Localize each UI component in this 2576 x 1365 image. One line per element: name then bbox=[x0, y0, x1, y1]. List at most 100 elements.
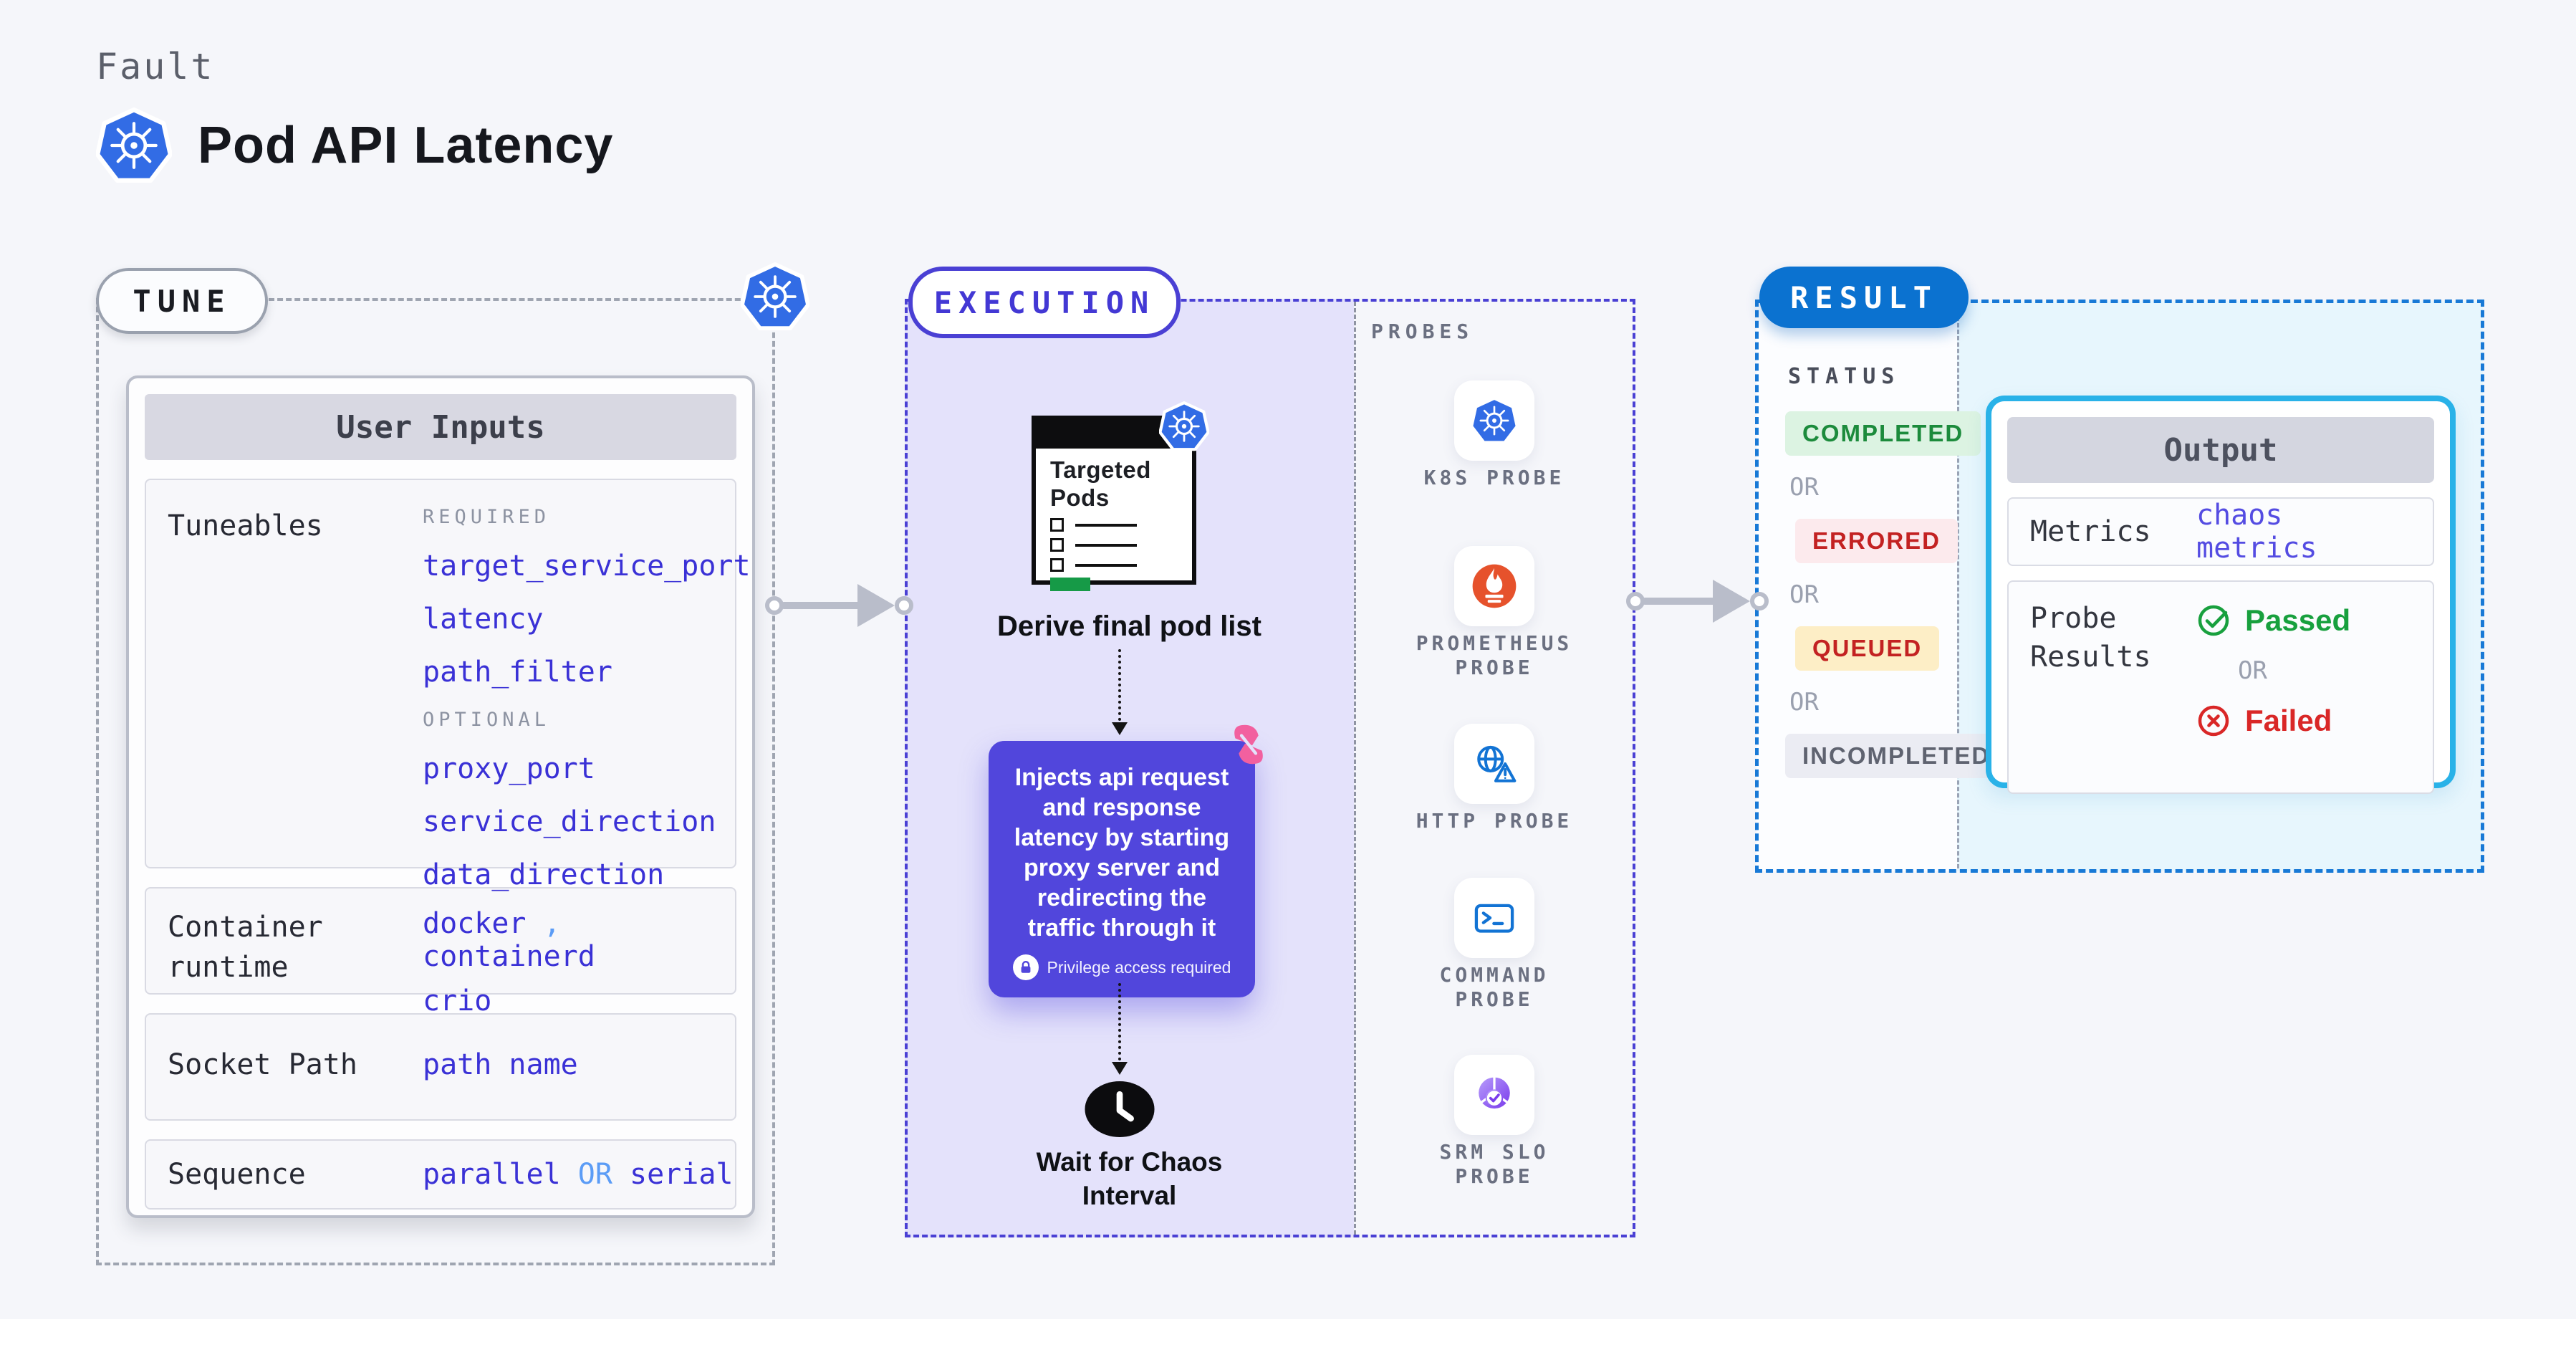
kubernetes-icon bbox=[96, 107, 172, 183]
kubernetes-icon bbox=[741, 262, 809, 331]
probes-title: PROBES bbox=[1371, 320, 1474, 343]
required-label: REQUIRED bbox=[423, 506, 551, 528]
user-inputs-card: User Inputs Tuneables REQUIRED target_se… bbox=[126, 375, 755, 1218]
sequence-label: Sequence bbox=[168, 1158, 306, 1191]
runtime-separator: , bbox=[543, 907, 561, 940]
probe-name: HTTP PROBE bbox=[1416, 809, 1573, 833]
socket-path-value: path name bbox=[423, 1048, 578, 1081]
tune-section-box bbox=[96, 298, 775, 1265]
chaos-cursor-icon bbox=[1226, 722, 1271, 767]
probe-name: COMMAND PROBE bbox=[1439, 963, 1549, 1011]
tuneables-label: Tuneables bbox=[168, 509, 323, 542]
page-header: Pod API Latency bbox=[96, 107, 613, 183]
lock-icon bbox=[1012, 954, 1039, 980]
wait-chaos-interval-text: Wait for Chaos Interval bbox=[1036, 1147, 1223, 1210]
tuneable-optional-item: proxy_port bbox=[423, 752, 595, 785]
arrow-head bbox=[1112, 1062, 1128, 1075]
sequence-value: parallel bbox=[423, 1158, 561, 1191]
container-runtime-row: Container runtime docker , containerd cr… bbox=[145, 887, 736, 1017]
or-text: OR bbox=[2238, 656, 2267, 685]
checkbox-icon bbox=[1050, 518, 1064, 532]
execution-label: EXECUTION bbox=[933, 284, 1155, 320]
runtime-value: containerd bbox=[423, 940, 595, 973]
status-badge: ERRORED bbox=[1795, 519, 1959, 563]
tuneables-row: Tuneables REQUIRED target_service_port l… bbox=[145, 479, 751, 891]
probe-name: K8S PROBE bbox=[1423, 466, 1565, 489]
probe-name: PROMETHEUS PROBE bbox=[1416, 631, 1573, 679]
checkbox-icon bbox=[1050, 558, 1064, 572]
flow-arrow-down bbox=[1118, 649, 1121, 721]
or-text: OR bbox=[1789, 580, 1819, 609]
tuneable-optional-item: service_direction bbox=[423, 805, 716, 838]
tune-to-execution-arrow bbox=[765, 583, 913, 628]
arrow-head bbox=[1112, 722, 1128, 735]
tuneable-required-item: path_filter bbox=[423, 656, 612, 689]
clock-icon bbox=[1082, 1078, 1157, 1141]
pod-checklist-item bbox=[1050, 558, 1192, 572]
socket-path-row: Socket Path path name bbox=[145, 1013, 736, 1121]
tune-label: TUNE bbox=[133, 283, 231, 319]
footer-strip bbox=[0, 1319, 2576, 1365]
privilege-text: Privilege access required bbox=[1047, 957, 1231, 977]
or-text: OR bbox=[1789, 473, 1819, 502]
status-badge: COMPLETED bbox=[1785, 411, 1981, 456]
container-runtime-values: docker , containerd crio bbox=[423, 907, 735, 1017]
probes-to-result-arrow bbox=[1626, 578, 1770, 624]
http-globe-warning-icon bbox=[1471, 740, 1518, 787]
tuneable-optional-item: data_direction bbox=[423, 858, 665, 891]
optional-label: OPTIONAL bbox=[423, 709, 551, 731]
output-card: Output Metrics chaos metrics Probe Resul… bbox=[1986, 396, 2456, 794]
probe-name: SRM SLO PROBE bbox=[1439, 1140, 1549, 1188]
inject-description-text: Injects api request and response latency… bbox=[1014, 764, 1230, 942]
probes-divider bbox=[1354, 302, 1356, 1235]
sequence-row: Sequence parallel OR serial bbox=[145, 1139, 736, 1210]
targeted-pods-title: Targeted Pods bbox=[1050, 456, 1151, 511]
sequence-or: OR bbox=[577, 1158, 612, 1191]
metrics-label: Metrics bbox=[2030, 515, 2151, 548]
failed-result: Failed bbox=[2196, 704, 2350, 738]
flow-arrow-down bbox=[1118, 983, 1121, 1060]
container-runtime-label: Container runtime bbox=[168, 911, 323, 984]
kubernetes-icon bbox=[1159, 401, 1209, 451]
socket-path-label: Socket Path bbox=[168, 1048, 357, 1081]
kubernetes-icon bbox=[1471, 397, 1518, 444]
green-progress-bar bbox=[1050, 578, 1090, 591]
probe-results-row: Probe Results Passed OR Failed bbox=[2007, 580, 2434, 794]
pod-checklist-item bbox=[1050, 518, 1192, 532]
k8s-probe-card bbox=[1454, 380, 1534, 461]
pod-checklist-item bbox=[1050, 538, 1192, 552]
passed-result: Passed bbox=[2196, 603, 2350, 638]
prometheus-probe-card bbox=[1454, 546, 1534, 626]
result-label: RESULT bbox=[1790, 279, 1938, 315]
terminal-icon bbox=[1471, 894, 1518, 942]
status-title: STATUS bbox=[1788, 364, 1900, 389]
metrics-row: Metrics chaos metrics bbox=[2007, 497, 2434, 566]
result-section-box bbox=[1755, 300, 2484, 873]
output-header: Output bbox=[2007, 417, 2434, 483]
fault-eyebrow: Fault bbox=[96, 46, 215, 87]
check-circle-icon bbox=[2196, 603, 2231, 638]
page-title: Pod API Latency bbox=[198, 117, 614, 174]
privilege-row: Privilege access required bbox=[1001, 954, 1242, 980]
command-probe-card bbox=[1454, 878, 1534, 958]
metrics-value: chaos metrics bbox=[2196, 499, 2317, 565]
result-pill: RESULT bbox=[1759, 267, 1969, 328]
probe-results-label: Probe Results bbox=[2030, 602, 2151, 674]
sequence-value: serial bbox=[630, 1158, 734, 1191]
user-inputs-header: User Inputs bbox=[145, 394, 736, 460]
execution-pill: EXECUTION bbox=[908, 267, 1181, 338]
inject-description-box: Injects api request and response latency… bbox=[989, 741, 1255, 997]
srm-slo-probe-card bbox=[1454, 1055, 1534, 1135]
runtime-value: docker bbox=[423, 907, 527, 940]
tune-pill: TUNE bbox=[96, 268, 268, 334]
execution-probes-box bbox=[905, 299, 1635, 1237]
tuneable-required-item: latency bbox=[423, 603, 544, 636]
or-text: OR bbox=[1789, 688, 1819, 717]
result-divider bbox=[1957, 304, 1959, 868]
checkbox-icon bbox=[1050, 538, 1064, 552]
x-circle-icon bbox=[2196, 704, 2231, 738]
status-badges: COMPLETED OR ERRORED OR QUEUED OR INCOMP… bbox=[1785, 411, 2008, 778]
tuneable-required-item: target_service_port bbox=[423, 550, 751, 583]
targeted-pods-card: Targeted Pods bbox=[1032, 416, 1196, 591]
